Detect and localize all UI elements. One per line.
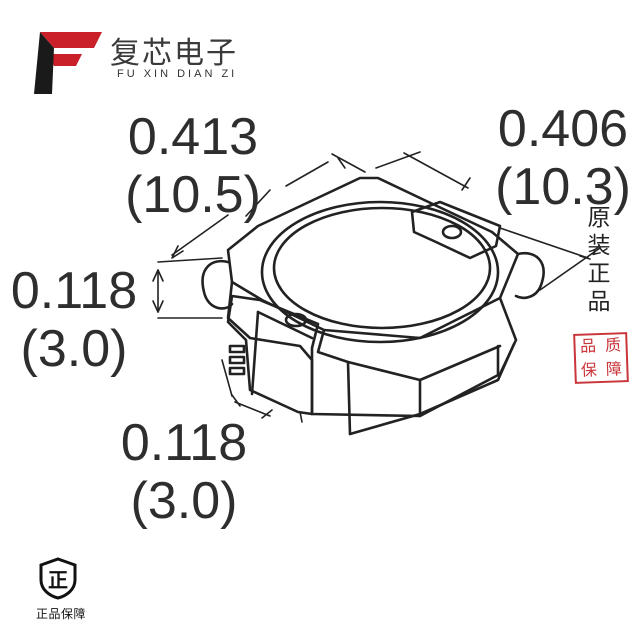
dim-length-inch: 0.413 <box>127 108 259 166</box>
brand-name-en: FU XIN DIAN ZI <box>117 68 238 80</box>
ferrite-cap-outer <box>260 200 500 344</box>
genuine-label-vertical: 原 装 正 品 <box>582 203 616 315</box>
badge-glyph: 正 <box>48 568 68 592</box>
logo-black-stem <box>34 32 54 94</box>
stamp-char-1: 品 <box>579 338 597 356</box>
quality-stamp: 品 质 保 障 <box>573 332 629 384</box>
genuine-char-4: 品 <box>587 288 611 314</box>
dimension-lines <box>152 151 601 423</box>
stamp-char-3: 保 <box>580 362 598 380</box>
dim-height-inch: 0.118 <box>10 262 138 320</box>
genuine-badge-caption: 正品保障 <box>36 607 87 621</box>
left-ear <box>201 259 234 310</box>
front-terminal <box>226 294 320 416</box>
brand-logo-mark <box>34 32 102 94</box>
dim-width: 0.406 (10.3) <box>478 100 640 216</box>
back-terminal <box>410 200 502 260</box>
stamp-char-2: 质 <box>604 337 622 355</box>
dim-length-mm: (10.5) <box>125 166 261 224</box>
dim-length: 0.413 (10.5) <box>108 108 278 224</box>
dim-height-mm: (3.0) <box>20 320 128 378</box>
right-ear <box>514 251 545 300</box>
genuine-char-1: 原 <box>587 204 611 230</box>
stamp-char-4: 障 <box>605 361 623 379</box>
dim-terminal-mm: (3.0) <box>130 472 238 530</box>
genuine-char-3: 正 <box>587 260 611 286</box>
logo-red-bar <box>40 32 102 48</box>
brand-name-cn: 复芯电子 <box>110 37 238 70</box>
dim-width-mm: (10.3) <box>495 158 631 216</box>
ferrite-cap-inner <box>272 206 492 330</box>
genuine-shield-icon: 正 <box>39 557 77 600</box>
dim-terminal-inch: 0.118 <box>120 414 248 472</box>
dim-terminal: 0.118 (3.0) <box>104 414 264 530</box>
dim-height: 0.118 (3.0) <box>0 262 154 378</box>
dim-width-inch: 0.406 <box>497 100 629 158</box>
logo-red-bar-middle <box>48 54 82 66</box>
genuine-char-2: 装 <box>587 232 611 258</box>
